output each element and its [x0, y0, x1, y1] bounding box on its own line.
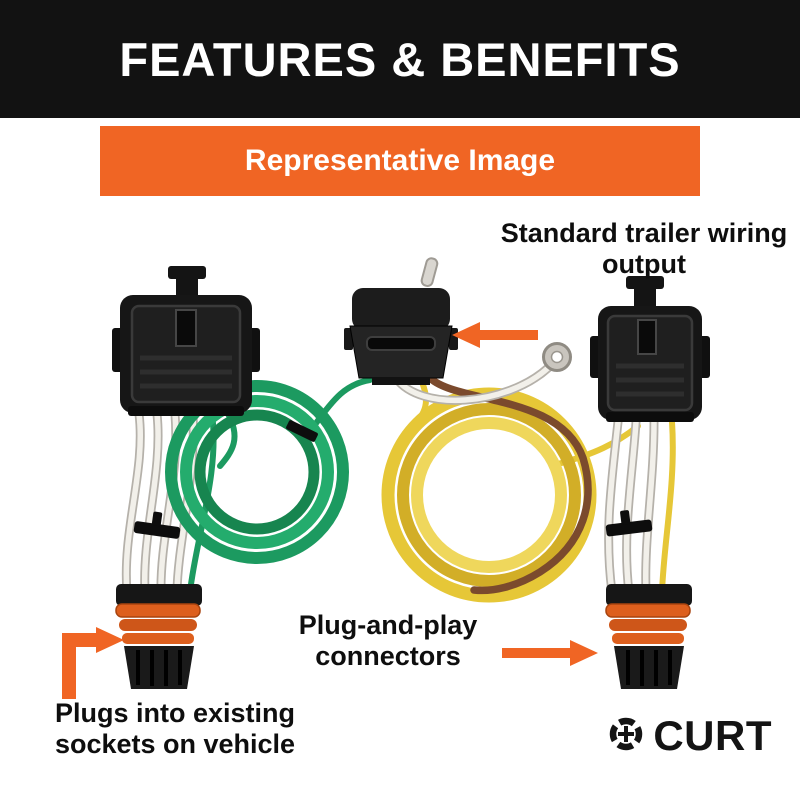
brand-name: CURT — [653, 712, 772, 759]
plug-connector-right — [605, 584, 692, 689]
page-title: FEATURES & BENEFITS — [119, 32, 681, 86]
callout-plug-and-play: Plug-and-play connectors — [298, 610, 478, 672]
product-photo — [0, 200, 800, 800]
plug-connector-left — [115, 584, 202, 689]
elbow-arrow-icon — [56, 627, 126, 704]
header-bar: FEATURES & BENEFITS — [0, 0, 800, 118]
ring-terminal — [542, 342, 572, 372]
ring-terminal-wire — [391, 363, 553, 405]
callout-wiring-output: Standard trailer wiring output — [500, 218, 788, 280]
cable-ties — [133, 420, 653, 539]
banner-label: Representative Image — [244, 144, 556, 177]
callout-existing-sockets: Plugs into existing sockets on vehicle — [54, 698, 296, 760]
curt-logo-icon — [608, 716, 644, 757]
vehicle-connector-right — [590, 276, 710, 422]
wiring-harness-illustration — [112, 257, 710, 689]
left-wire-bundle — [121, 409, 217, 597]
vehicle-connector-left — [112, 266, 260, 416]
green-wire-coil — [165, 380, 349, 564]
arrow-left-icon — [452, 322, 538, 353]
arrow-right-icon — [502, 640, 598, 671]
brand-logo: CURT — [608, 712, 772, 760]
representative-image-banner: Representative Image — [100, 126, 700, 196]
right-wire-bundle — [604, 417, 676, 597]
trailer-connector — [344, 257, 458, 385]
